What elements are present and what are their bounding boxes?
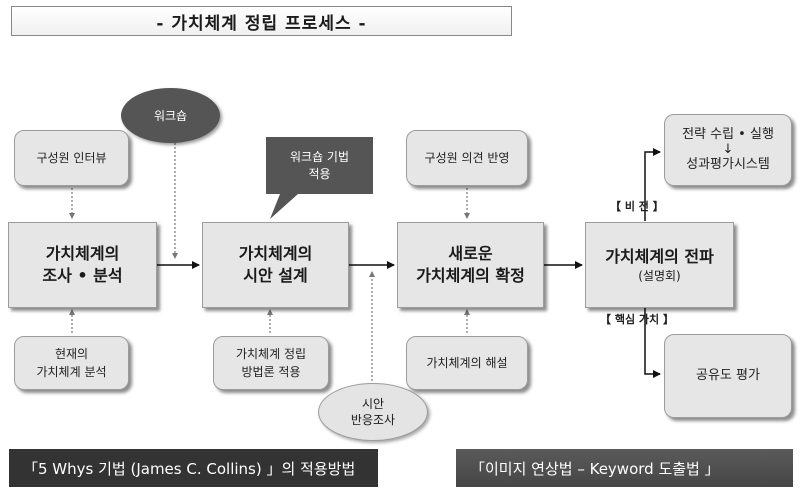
caption-right: 「이미지 연상법 – Keyword 도출법 」 — [456, 449, 793, 487]
stage-confirmation: 새로운 가치체계의 확정 — [397, 222, 544, 308]
workshop-label: 워크숍 — [153, 108, 188, 123]
explain-box: 가치체계의 해설 — [406, 336, 528, 390]
workshop-ellipse: 워크숍 — [121, 88, 220, 143]
survey-ellipse: 시안 반응조사 — [318, 383, 428, 441]
workshop-technique-callout: 워크숍 기법 적용 — [266, 137, 373, 194]
stage2-line-2: 시안 설계 — [243, 266, 308, 285]
stage3-line-2: 가치체계의 확정 — [416, 266, 525, 285]
arrow-to-strategy — [644, 148, 661, 221]
strategy-line-1: 전략 수립 • 실행 — [682, 127, 774, 142]
stage1-line-2: 조사 • 분석 — [42, 266, 123, 285]
current-analysis-box: 현재의 가치체계 분석 — [14, 336, 129, 390]
page-title: - 가치체계 정립 프로세스 - — [11, 6, 512, 36]
current-line-1: 현재의 — [54, 347, 89, 361]
caption-right-text: 「이미지 연상법 – Keyword 도출법 」 — [470, 459, 720, 478]
callout-shape — [266, 137, 373, 219]
method-line-1: 가치체계 정립 — [235, 347, 307, 361]
share-eval-box: 공유도 평가 — [664, 334, 792, 418]
method-box: 가치체계 정립 방법론 적용 — [213, 336, 329, 390]
stage2-line-1: 가치체계의 — [238, 244, 313, 263]
vision-label: 【 비 전 】 — [610, 200, 664, 213]
interview-box: 구성원 인터뷰 — [14, 130, 129, 186]
stage-draft-design: 가치체계의 시안 설계 — [202, 222, 349, 308]
share-eval-label: 공유도 평가 — [696, 368, 760, 383]
current-line-2: 가치체계 분석 — [36, 365, 107, 379]
caption-left: 「5 Whys 기법 (James C. Collins) 」의 적용방법 — [9, 449, 378, 487]
strategy-line-2: 성과평가시스템 — [686, 157, 770, 172]
explain-label: 가치체계의 해설 — [426, 356, 508, 370]
stage3-line-1: 새로운 — [448, 244, 493, 263]
stage-dissemination: 가치체계의 전파 (설명회) — [585, 222, 734, 308]
callout-line-1: 워크숍 기법 — [289, 149, 349, 164]
callout-line-2: 적용 — [308, 166, 331, 181]
strategy-box: 전략 수립 • 실행 ↓ 성과평가시스템 — [664, 114, 792, 186]
arrow-to-share — [644, 306, 661, 378]
stage1-line-1: 가치체계의 — [45, 244, 120, 263]
survey-line-1: 시안 — [361, 397, 385, 411]
down-arrow-icon: ↓ — [722, 142, 734, 157]
stage4-subtitle: (설명회) — [638, 269, 681, 283]
opinion-box: 구성원 의견 반영 — [406, 130, 528, 186]
stage4-title: 가치체계의 전파 — [605, 247, 714, 266]
survey-line-2: 반응조사 — [350, 413, 396, 427]
stage-research-analysis: 가치체계의 조사 • 분석 — [8, 222, 157, 308]
core-value-label: 【 핵심 가치 】 — [600, 313, 674, 326]
method-line-2: 방법론 적용 — [241, 365, 301, 379]
opinion-label: 구성원 의견 반영 — [424, 151, 510, 165]
interview-label: 구성원 인터뷰 — [36, 151, 107, 165]
caption-left-text: 「5 Whys 기법 (James C. Collins) 」의 적용방법 — [23, 459, 356, 478]
